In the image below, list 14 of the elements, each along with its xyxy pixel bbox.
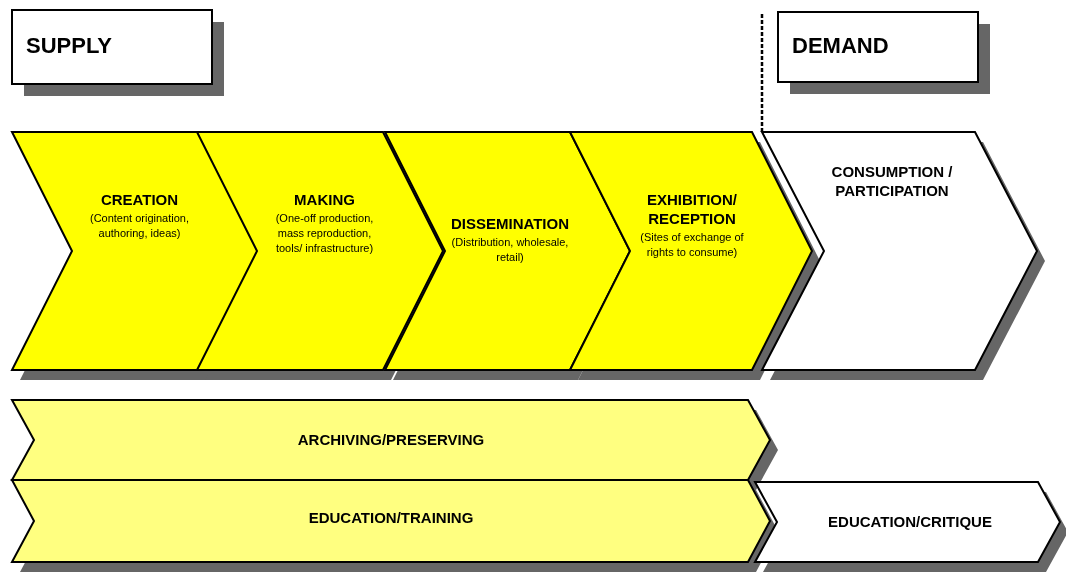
stage-description: (Content origination, authoring, ideas) [88,211,191,241]
stage-description: (One-off production, mass reproduction, tools/ infrastructure) [274,211,375,256]
stage-title: ARCHIVING/PRESERVING [296,430,486,449]
stage-title: CREATION [99,190,180,209]
stage-description: (Sites of exchange of rights to consume) [639,230,745,260]
stage-title: CONSUMPTION / PARTICIPATION [830,162,954,200]
stage-title: EDUCATION/CRITIQUE [827,512,993,531]
heading-text: DEMAND [792,33,889,59]
stage-description: (Distribution, wholesale, retail) [450,235,570,265]
stage-title: EXHIBITION/ RECEPTION [646,190,738,228]
stage-title: EDUCATION/TRAINING [307,508,475,527]
heading-text: SUPPLY [26,33,112,59]
stage-title: MAKING [293,190,356,209]
stage-title: DISSEMINATION [449,214,571,233]
